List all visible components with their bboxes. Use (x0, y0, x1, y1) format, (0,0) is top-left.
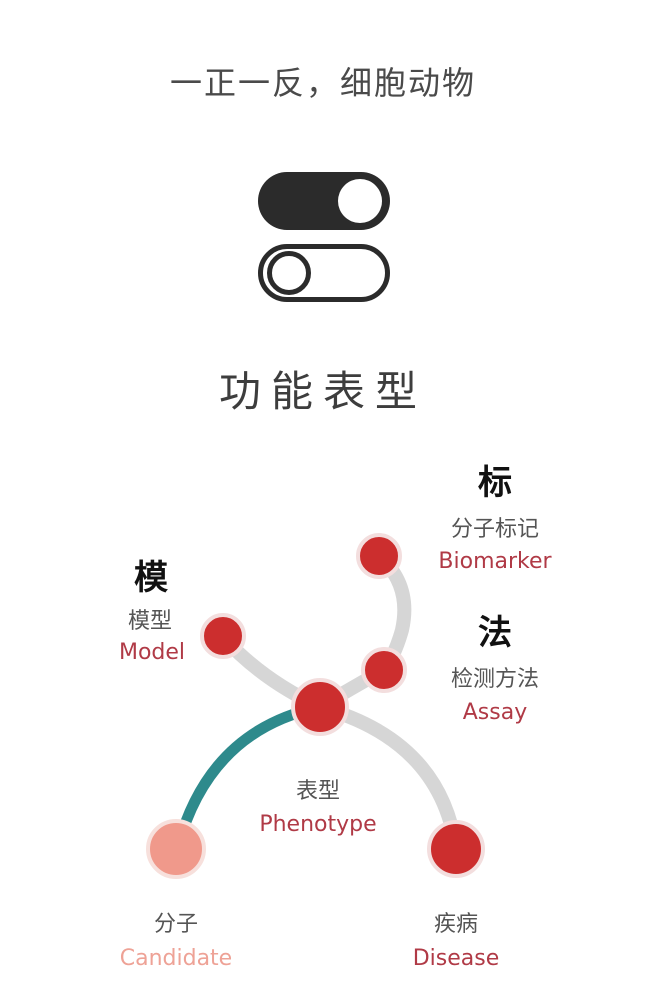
subtitle: 一正一反，细胞动物 (169, 64, 476, 102)
phenotype-label-cn: 表型 (295, 779, 340, 804)
model-label-cn: 模型 (127, 609, 172, 634)
node-candidate (146, 819, 206, 879)
candidate-label-en: Candidate (119, 946, 233, 971)
disease-label-cn: 疾病 (433, 912, 478, 937)
main-title: 功能表型 (218, 367, 427, 416)
toggle-off-switch[interactable] (258, 244, 390, 302)
toggle-off-knob (267, 251, 311, 295)
node-phenotype (291, 678, 349, 736)
biomarker-label-en: Biomarker (438, 549, 552, 574)
node-disease (427, 820, 485, 878)
assay-glyph: 法 (478, 613, 512, 653)
assay-label-cn: 检测方法 (450, 667, 539, 692)
node-model (200, 613, 246, 659)
node-biomarker (356, 533, 402, 579)
model-glyph: 模 (134, 558, 168, 598)
node-assay (361, 647, 407, 693)
assay-label-en: Assay (462, 700, 528, 725)
biomarker-glyph: 标 (478, 463, 512, 503)
disease-label-en: Disease (412, 946, 500, 971)
toggle-on-switch[interactable] (258, 172, 390, 230)
model-label-en: Model (118, 640, 186, 665)
phenotype-label-en: Phenotype (259, 812, 377, 837)
biomarker-label-cn: 分子标记 (450, 517, 539, 542)
candidate-label-cn: 分子 (153, 912, 198, 937)
toggle-on-knob (338, 179, 382, 223)
